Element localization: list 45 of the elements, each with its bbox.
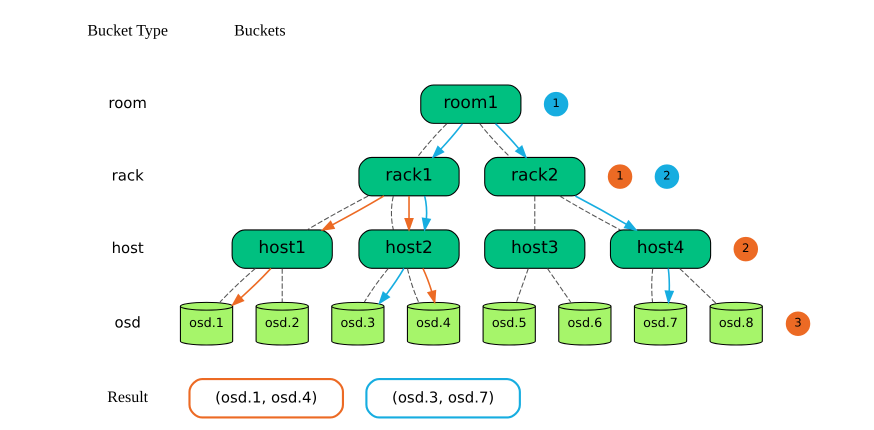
connector [220,268,256,302]
connector [534,196,536,230]
arrow [422,268,436,304]
node-circle: 3 [786,311,810,336]
label: Buckets [234,22,286,40]
node-circle: 2 [654,164,680,189]
node-box: host2 [358,229,460,269]
connector [679,268,716,304]
node-box: host3 [484,229,586,269]
arrow [320,195,384,231]
label: rack [112,166,144,185]
arrow [432,123,464,159]
node-box: (osd.1, osd.4) [188,378,344,419]
node-circle: 2 [734,236,758,262]
node-box: room1 [420,84,522,124]
arrow [574,195,638,232]
node-box: host4 [610,229,712,269]
arrow [378,268,405,305]
arrow [404,196,414,232]
label: Bucket Type [87,22,168,40]
arrow [422,196,432,232]
node-box: rack2 [484,156,586,196]
connector [559,196,620,230]
connector [364,268,389,302]
connector [516,268,529,302]
arrow [494,123,528,159]
arrow [230,268,272,306]
node-box: rack1 [358,156,460,196]
node-circle: 1 [608,164,632,189]
connector [417,123,448,158]
connector [406,268,420,302]
arrow [664,268,674,304]
connector [651,268,654,302]
node-circle: 1 [544,92,568,116]
label: room [108,94,147,112]
label: osd [114,314,141,332]
label: Result [107,389,148,406]
connector [282,268,283,302]
node-box: host1 [232,229,333,269]
connector [546,268,572,302]
node-box: (osd.3, osd.7) [365,378,521,419]
label: host [112,239,144,258]
connector [306,196,368,230]
connector [390,196,394,230]
connector [479,123,510,158]
